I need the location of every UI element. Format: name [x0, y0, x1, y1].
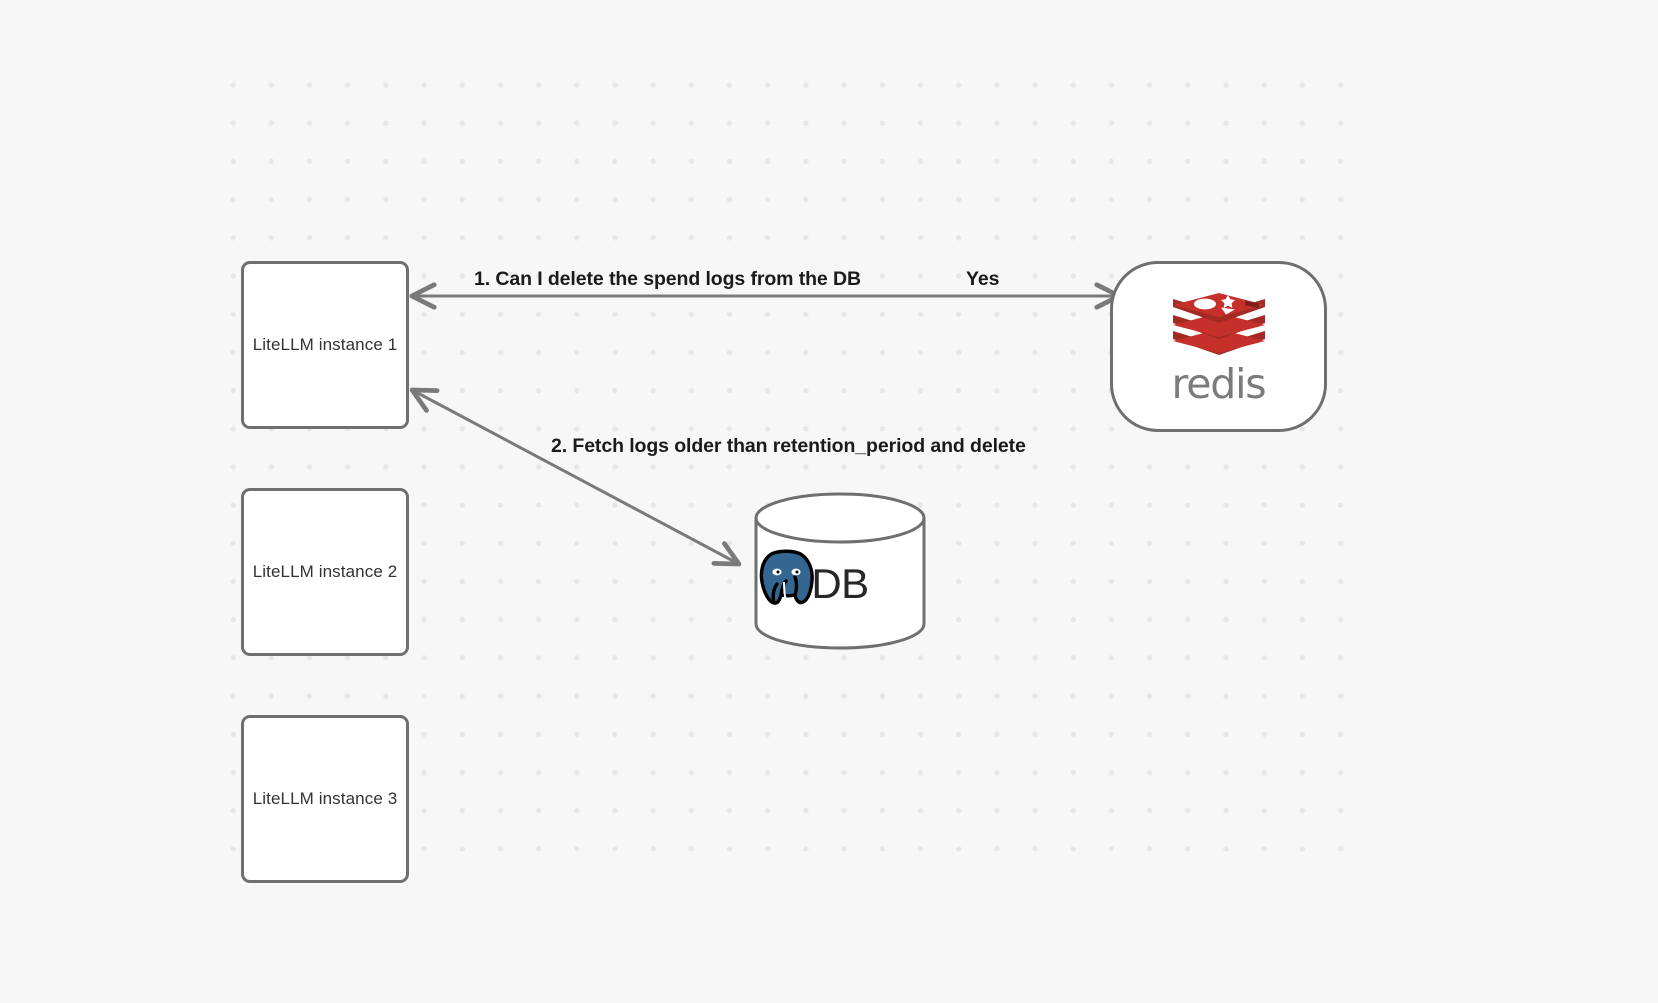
node-label: LiteLLM instance 1: [252, 334, 398, 354]
node-litellm-instance-3[interactable]: LiteLLM instance 3: [241, 715, 409, 883]
node-label: LiteLLM instance 3: [252, 788, 398, 808]
edge-litellm1-db: [414, 391, 737, 563]
redis-wordmark: redis: [1171, 359, 1267, 408]
edge-label-step-2: 2. Fetch logs older than retention_perio…: [551, 435, 1026, 457]
postgresql-elephant-icon: [759, 549, 814, 605]
node-redis[interactable]: redis: [1110, 261, 1327, 432]
edge-label-step-1-reply: Yes: [966, 268, 1000, 290]
redis-logo-icon: [1172, 292, 1265, 355]
node-label: LiteLLM instance 2: [252, 561, 398, 581]
cylinder-shape: [754, 492, 926, 650]
node-db[interactable]: DB: [753, 492, 927, 650]
node-litellm-instance-1[interactable]: LiteLLM instance 1: [241, 261, 409, 429]
node-litellm-instance-2[interactable]: LiteLLM instance 2: [241, 488, 409, 656]
db-label: DB: [811, 560, 869, 607]
edge-label-step-1: 1. Can I delete the spend logs from the …: [474, 268, 861, 290]
